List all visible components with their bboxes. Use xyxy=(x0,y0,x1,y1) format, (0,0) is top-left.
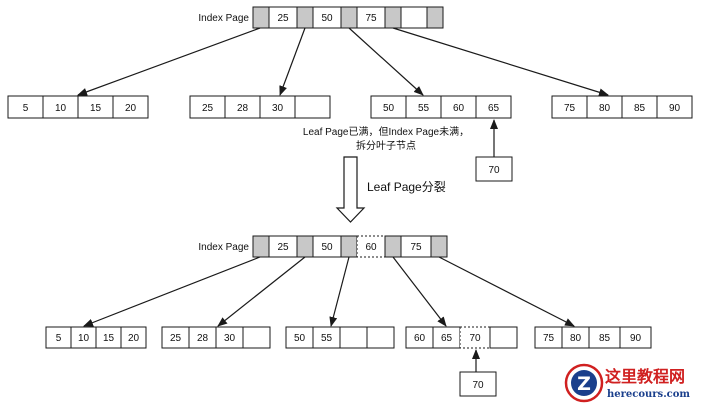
leaf-key: 85 xyxy=(599,333,611,344)
index-page-label: Index Page xyxy=(198,13,249,24)
watermark-logo-letter: Z xyxy=(577,373,591,395)
leaf-key: 90 xyxy=(669,103,681,114)
leaf-key: 5 xyxy=(56,333,62,344)
leaf-key: 50 xyxy=(294,333,306,344)
new-key-cell xyxy=(356,235,386,258)
pointer-cell xyxy=(426,6,444,29)
leaf-key: 5 xyxy=(23,103,29,114)
step-label: Leaf Page分裂 xyxy=(367,180,446,194)
pointer-cell xyxy=(296,6,314,29)
leaf-key: 65 xyxy=(441,333,453,344)
leaf-key: 30 xyxy=(224,333,236,344)
leaf-key: 80 xyxy=(599,103,611,114)
pointer-arrow xyxy=(83,256,261,327)
pointer-arrow xyxy=(348,27,424,96)
watermark-title: 这里教程网 xyxy=(605,367,685,386)
pointer-cell xyxy=(384,6,402,29)
insert-value-box xyxy=(459,371,497,397)
leaf-key: 50 xyxy=(383,103,395,114)
leaf-key: 85 xyxy=(634,103,646,114)
insert-value: 70 xyxy=(488,165,500,176)
leaf-page: 25 28 30 xyxy=(161,326,271,349)
pointer-arrow xyxy=(392,256,447,327)
index-page-label: Index Page xyxy=(198,242,249,253)
leaf-key: 55 xyxy=(321,333,333,344)
pointer-arrow xyxy=(217,256,306,327)
watermark-logo-icon xyxy=(564,363,604,403)
watermark-url: herecours.com xyxy=(607,389,690,400)
pointer-cell xyxy=(252,6,270,29)
leaf-key: 20 xyxy=(125,103,137,114)
pointer-cell xyxy=(296,235,314,258)
index-page-bottom: 25 50 60 75 xyxy=(252,235,448,258)
leaf-key: 90 xyxy=(630,333,642,344)
pointer-cell xyxy=(252,235,270,258)
leaf-key: 60 xyxy=(414,333,426,344)
split-note-line-2: 拆分叶子节点 xyxy=(356,139,416,152)
leaf-page: 50 55 xyxy=(285,326,395,349)
insert-value: 70 xyxy=(472,380,484,391)
leaf-page-split: 60 65 70 xyxy=(405,326,518,349)
leaf-key: 20 xyxy=(128,333,140,344)
leaf-page: 5 10 15 20 xyxy=(7,95,149,119)
pointer-arrow xyxy=(77,27,261,96)
index-key: 75 xyxy=(410,242,422,253)
leaf-page: 25 28 30 xyxy=(189,95,331,119)
index-key: 50 xyxy=(321,242,333,253)
index-key: 50 xyxy=(321,13,333,24)
leaf-key: 25 xyxy=(202,103,214,114)
pointer-cell xyxy=(384,235,402,258)
leaf-page: 75 80 85 90 xyxy=(534,326,652,349)
leaf-key: 80 xyxy=(570,333,582,344)
leaf-key: 15 xyxy=(103,333,115,344)
pointer-arrow xyxy=(438,256,575,327)
leaf-key: 55 xyxy=(418,103,430,114)
index-key: 25 xyxy=(277,242,289,253)
leaf-key: 65 xyxy=(488,103,500,114)
leaf-key: 30 xyxy=(272,103,284,114)
watermark-logo-core xyxy=(571,370,597,396)
leaf-page: 75 80 85 90 xyxy=(551,95,693,119)
leaf-key: 28 xyxy=(237,103,249,114)
pointer-arrow xyxy=(279,27,306,96)
index-key-new: 60 xyxy=(365,242,377,253)
pointer-arrow xyxy=(329,256,350,327)
index-page-top: 25 50 75 xyxy=(252,6,444,29)
pointer-cell xyxy=(340,6,358,29)
leaf-key: 75 xyxy=(543,333,555,344)
leaf-key: 10 xyxy=(55,103,67,114)
leaf-key: 60 xyxy=(453,103,465,114)
leaf-key: 10 xyxy=(78,333,90,344)
pointer-arrow xyxy=(392,27,609,97)
down-step-arrow-icon xyxy=(335,156,366,223)
leaf-page: 5 10 15 20 xyxy=(45,326,147,349)
leaf-key: 25 xyxy=(170,333,182,344)
index-key: 75 xyxy=(365,13,377,24)
key-cell xyxy=(400,6,428,29)
index-key: 25 xyxy=(277,13,289,24)
leaf-page-full: 50 55 60 65 xyxy=(370,95,512,119)
leaf-key: 15 xyxy=(90,103,102,114)
watermark: Z 这里教程网 herecours.com xyxy=(564,363,690,403)
pointer-cell xyxy=(430,235,448,258)
leaf-key-inserted: 70 xyxy=(469,333,481,344)
leaf-key: 75 xyxy=(564,103,576,114)
leaf-key: 28 xyxy=(197,333,209,344)
pointer-cell xyxy=(340,235,358,258)
split-note-line-1: Leaf Page已满，但Index Page未满， xyxy=(303,126,469,138)
insert-value-box xyxy=(475,156,513,182)
